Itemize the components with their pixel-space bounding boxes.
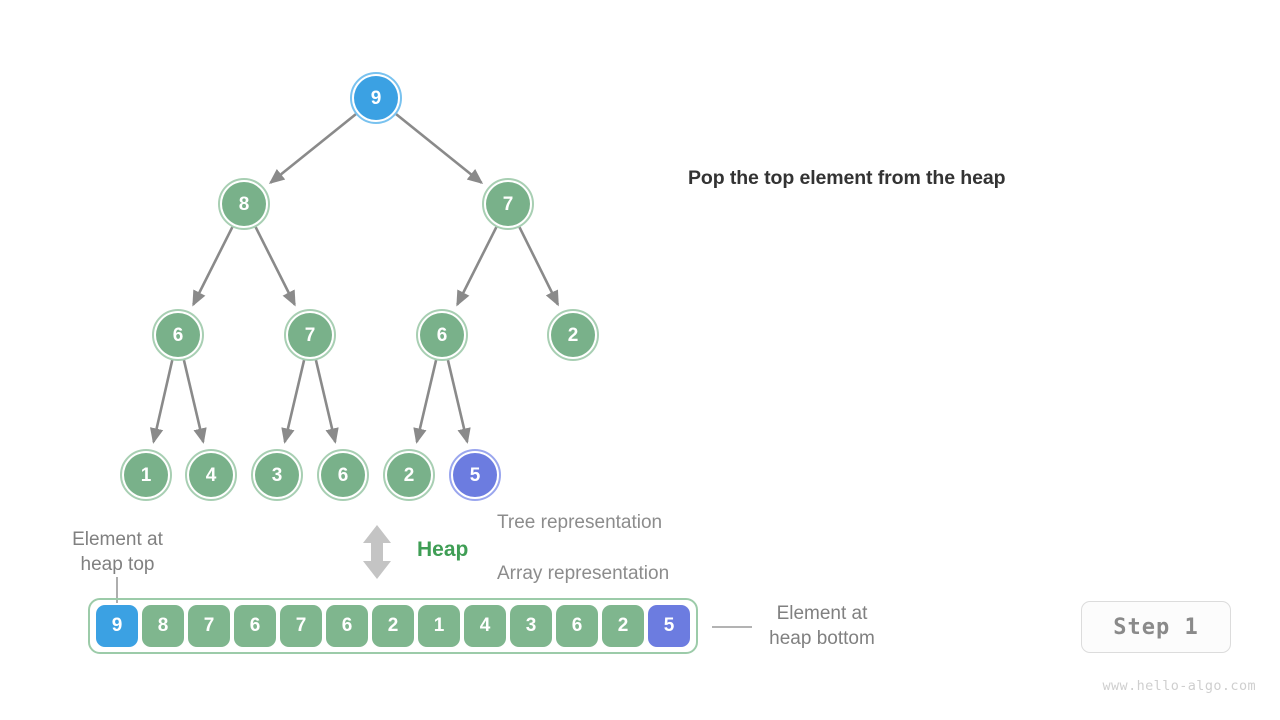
tree-edge [456,225,498,307]
tree-node: 6 [416,309,468,361]
array-cell: 6 [556,605,598,647]
tree-node-value: 6 [436,324,448,346]
tree-node-value: 6 [337,464,349,486]
tree-edge [413,359,438,444]
tree-node-ring [383,449,435,501]
tree-node-value: 8 [238,193,250,215]
page-title: Pop the top element from the heap [688,167,1006,189]
tree-node-value: 7 [304,324,316,346]
tree-node-ring [152,309,204,361]
tree-node-ring [547,309,599,361]
heap-bottom-callout: Element at heap bottom [752,601,892,651]
tree-edge [394,112,484,185]
array-cell: 4 [464,605,506,647]
tree-node-ring [350,72,402,124]
tree-edge [268,112,358,185]
array-cell: 9 [96,605,138,647]
array-cell: 7 [188,605,230,647]
tree-node: 3 [251,449,303,501]
tree-node: 2 [383,449,435,501]
tree-node-value: 4 [205,464,217,486]
array-cell: 2 [372,605,414,647]
array-representation-label: Array representation [497,563,670,584]
heap-top-callout: Element at heap top [60,527,175,577]
tree-node-value: 7 [502,193,514,215]
array-cell: 6 [326,605,368,647]
array-cell: 7 [280,605,322,647]
tree-node-value: 2 [403,464,415,486]
tree-edge [182,359,207,444]
tree-edge [149,359,174,444]
tree-node-value: 5 [469,464,481,486]
tree-edge [314,359,339,444]
tree-edge [281,359,306,444]
heap-label: Heap [417,538,469,561]
tree-node: 5 [449,449,501,501]
heap-top-callout-line2: heap top [80,554,155,576]
tree-node-ring [284,309,336,361]
tree-representation-label: Tree representation [497,512,663,533]
array-cell: 2 [602,605,644,647]
tree-node-value: 2 [567,324,579,346]
tree-node: 4 [185,449,237,501]
tree-edge [192,225,234,307]
tree-edge [517,225,560,307]
tree-node-ring [185,449,237,501]
tree-node-ring [120,449,172,501]
array-cell: 8 [142,605,184,647]
tree-node-ring [482,178,534,230]
tree-node-ring [416,309,468,361]
tree-node: 2 [547,309,599,361]
tree-node-value: 9 [370,87,382,109]
tree-node-value: 3 [271,464,283,486]
array-cell: 1 [418,605,460,647]
tree-node-value: 1 [140,464,152,486]
up-down-arrow-icon [363,525,391,579]
tree-node-ring [317,449,369,501]
tree-node: 7 [284,309,336,361]
heap-bottom-callout-line2: heap bottom [769,628,875,650]
tree-node: 1 [120,449,172,501]
tree-node: 6 [317,449,369,501]
tree-node-value: 6 [172,324,184,346]
tree-node: 9 [350,72,402,124]
step-badge: Step 1 [1081,601,1231,653]
array-cell: 6 [234,605,276,647]
watermark: www.hello-algo.com [1102,678,1256,694]
tree-node-ring [449,449,501,501]
tree-node-ring [218,178,270,230]
tree-node: 8 [218,178,270,230]
tree-node: 7 [482,178,534,230]
tree-edge [254,225,296,307]
tree-node: 6 [152,309,204,361]
array-cell: 5 [648,605,690,647]
tree-node-ring [251,449,303,501]
heap-top-callout-line1: Element at [72,529,163,550]
tree-edge [446,359,471,444]
array-cell: 3 [510,605,552,647]
heap-bottom-callout-line1: Element at [776,603,868,624]
